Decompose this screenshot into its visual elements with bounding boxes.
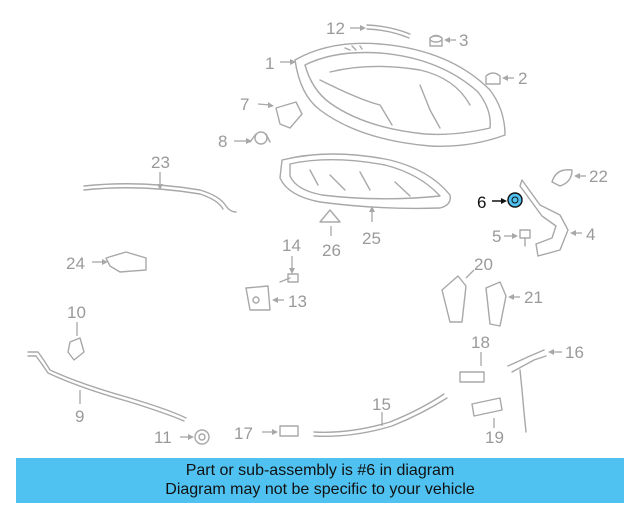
callout-15[interactable]: 15 [372, 395, 391, 414]
part-13-latch-bracket[interactable] [245, 285, 271, 311]
part-4-hinge[interactable] [519, 179, 569, 257]
callout-3[interactable]: 3 [459, 31, 468, 50]
callout-7[interactable]: 7 [240, 95, 249, 114]
arrow-23 [157, 184, 163, 190]
callout-21[interactable]: 21 [524, 288, 543, 307]
callout-25[interactable]: 25 [362, 229, 381, 248]
arrow-17 [272, 429, 278, 435]
banner-line-1: Part or sub-assembly is #6 in diagram [185, 462, 455, 479]
callout-24[interactable]: 24 [66, 254, 85, 273]
callout-22[interactable]: 22 [589, 167, 608, 186]
arrow-13 [272, 297, 278, 303]
part-25-insulator[interactable] [279, 153, 451, 210]
arrow-3 [444, 37, 450, 43]
part-5-bolt[interactable] [519, 229, 531, 247]
arrow-5 [512, 233, 518, 239]
callout-2[interactable]: 2 [518, 69, 527, 88]
callout-14[interactable]: 14 [282, 236, 301, 255]
banner-line-2: Diagram may not be specific to your vehi… [165, 481, 475, 498]
part-18-clip[interactable] [459, 371, 485, 383]
callout-13[interactable]: 13 [288, 292, 307, 311]
callout-8[interactable]: 8 [218, 132, 227, 151]
exploded-parts-diagram: 12 3 1 2 7 8 23 [27, 19, 608, 447]
callout-12[interactable]: 12 [326, 19, 345, 38]
callout-17[interactable]: 17 [234, 424, 253, 443]
arrow-2 [502, 75, 508, 81]
part-1-hood-panel[interactable] [294, 42, 506, 147]
arrow-7 [268, 102, 274, 108]
info-banner: Part or sub-assembly is #6 in diagram Di… [16, 458, 624, 503]
part-21-handle[interactable] [485, 281, 507, 327]
arrow-14 [289, 268, 295, 274]
arrow-21 [508, 294, 514, 300]
part-3-bumper[interactable] [429, 34, 443, 47]
callout-4[interactable]: 4 [586, 225, 595, 244]
callout-5[interactable]: 5 [492, 227, 501, 246]
part-17-bolt[interactable] [279, 425, 299, 437]
callout-6[interactable]: 6 [477, 193, 486, 212]
arrow-24 [102, 259, 108, 265]
callout-16[interactable]: 16 [565, 343, 584, 362]
part-23-prop-rod[interactable] [83, 183, 237, 213]
part-26-clip[interactable] [319, 209, 341, 223]
callout-1[interactable]: 1 [265, 54, 274, 73]
part-8-clip[interactable] [249, 131, 271, 145]
arrow-4 [570, 230, 576, 236]
arrow-6 [501, 198, 507, 204]
part-15-cable[interactable] [313, 393, 448, 437]
part-19-clip[interactable] [471, 397, 503, 417]
part-24-latch[interactable] [105, 251, 147, 273]
part-2-bumper[interactable] [485, 72, 501, 85]
arrow-12 [360, 25, 366, 31]
arrow-1 [290, 59, 296, 65]
leader-20 [465, 269, 475, 279]
arrow-11 [188, 434, 194, 440]
arrow-8 [246, 138, 252, 144]
callout-10[interactable]: 10 [67, 303, 86, 322]
part-12-seal-strip[interactable] [366, 24, 411, 39]
callout-11[interactable]: 11 [154, 428, 172, 447]
callout-20[interactable]: 20 [474, 255, 493, 274]
part-6-highlighted-bumper[interactable] [507, 192, 523, 208]
callout-23[interactable]: 23 [151, 153, 170, 172]
part-22-cap[interactable] [551, 169, 573, 187]
part-16-cable-end[interactable] [507, 349, 547, 433]
part-7-bracket[interactable] [275, 101, 303, 129]
callout-9[interactable]: 9 [75, 407, 84, 426]
callout-18[interactable]: 18 [471, 333, 490, 352]
callout-26[interactable]: 26 [322, 241, 341, 260]
part-14-bolt[interactable] [279, 273, 299, 283]
part-9-rod[interactable] [27, 351, 187, 422]
callout-19[interactable]: 19 [485, 428, 504, 447]
arrow-16 [548, 349, 554, 355]
part-20-handle[interactable] [441, 275, 467, 323]
part-11-nut[interactable] [194, 429, 210, 445]
arrow-22 [574, 173, 580, 179]
arrow-25 [369, 206, 375, 212]
part-10-release[interactable] [67, 337, 85, 361]
